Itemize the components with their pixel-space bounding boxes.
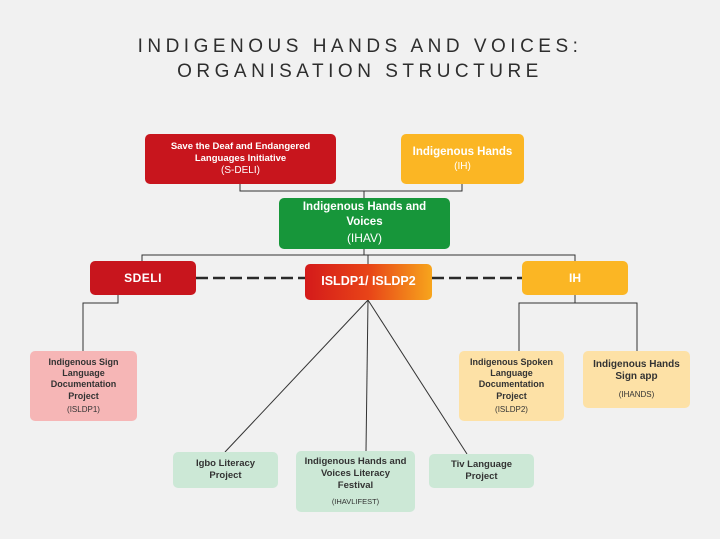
node-code: (IHAV) — [346, 231, 383, 246]
node-indigenous-hands: Indigenous Hands (IH) — [401, 134, 524, 184]
node-sdeli: SDELI — [90, 261, 196, 295]
connector-ihav-to-level2 — [141, 249, 576, 264]
node-name: Indigenous Hands and Voices Literacy Fes… — [304, 455, 407, 491]
connector-isldp-to-igbo — [224, 299, 369, 453]
node-code: (ISLDP1) — [67, 404, 100, 414]
node-name: SDELI — [124, 270, 162, 285]
node-tiv-language: Tiv Language Project — [429, 454, 534, 488]
connector-ih-to-projects — [518, 295, 638, 351]
node-code: (IHANDS) — [618, 389, 655, 399]
connector-isldp-to-festival — [365, 299, 369, 452]
node-name: Indigenous Hands — [412, 146, 513, 159]
node-ih: IH — [522, 261, 628, 295]
node-name: IH — [569, 270, 581, 285]
node-code: (IHAVLIFEST) — [331, 497, 380, 507]
node-literacy-festival: Indigenous Hands and Voices Literacy Fes… — [296, 451, 415, 512]
node-isldp1: Indigenous Sign Language Documentation P… — [30, 351, 137, 421]
chart-title-line-1: INDIGENOUS HANDS AND VOICES: — [137, 36, 583, 57]
connector-isldp-to-tiv — [367, 299, 468, 455]
node-name: Indigenous Hands Sign app — [593, 358, 680, 383]
node-ihav: Indigenous Hands and Voices (IHAV) — [279, 198, 450, 249]
node-ihands: Indigenous Hands Sign app (IHANDS) — [583, 351, 690, 408]
node-name: Indigenous Spoken Language Documentation… — [469, 356, 553, 401]
node-name: Indigenous Sign Language Documentation P… — [48, 356, 119, 401]
node-code: (IH) — [454, 160, 471, 172]
node-name: Tiv Language Project — [450, 459, 513, 482]
node-isldp2: Indigenous Spoken Language Documentation… — [459, 351, 564, 421]
node-name: Save the Deaf and Endangered Languages I… — [170, 140, 311, 164]
connector-sdeli-to-isldp1 — [82, 295, 119, 351]
chart-title-line-2: ORGANISATION STRUCTURE — [177, 61, 543, 82]
node-sdeli-initiative: Save the Deaf and Endangered Languages I… — [145, 134, 336, 184]
node-code: (S-DELI) — [221, 165, 260, 177]
node-isldp: ISLDP1/ ISLDP2 — [305, 264, 432, 300]
connector-sdeli-ih-to-ihav — [239, 184, 463, 198]
node-igbo-literacy: Igbo Literacy Project — [173, 452, 278, 488]
node-code: (ISLDP2) — [495, 404, 528, 414]
node-name: Indigenous Hands and Voices — [302, 201, 427, 228]
node-name: Igbo Literacy Project — [195, 458, 256, 481]
node-name: ISLDP1/ ISLDP2 — [321, 274, 416, 289]
